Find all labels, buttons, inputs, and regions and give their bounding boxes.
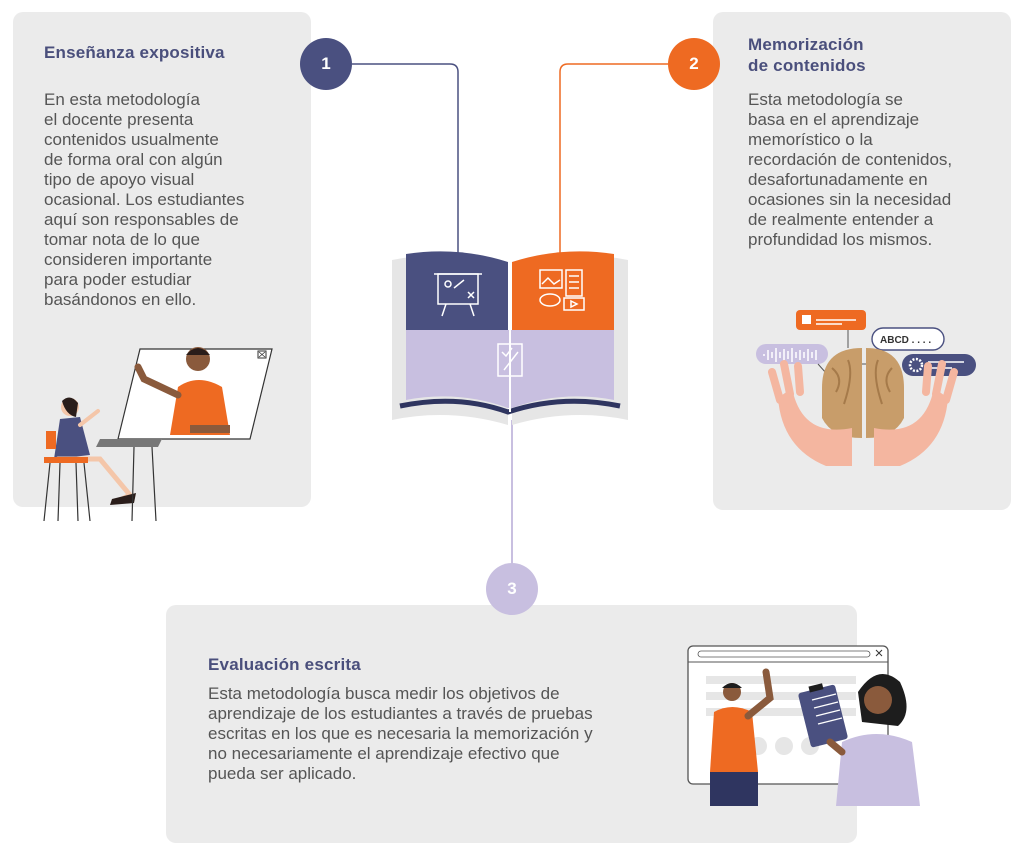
- connector-2: [559, 63, 668, 268]
- audio-wave-icon: [763, 348, 817, 362]
- close-icon: [258, 351, 266, 358]
- title-memorizacion: Memorización de contenidos: [748, 35, 866, 75]
- open-book-illustration: [392, 251, 628, 425]
- puzzle-icon: [802, 315, 811, 324]
- media-content-icon: [539, 269, 585, 311]
- virtual-class-illustration: [43, 347, 273, 522]
- brain-hands-illustration: ABCD . . . .: [756, 310, 976, 466]
- written-exam-illustration: [687, 645, 920, 806]
- brain-label: ABCD . . . .: [880, 335, 931, 346]
- badge-1: 1: [300, 38, 352, 90]
- title-evaluacion-escrita: Evaluación escrita: [208, 655, 361, 674]
- body-evaluacion-escrita: Esta metodología busca medir los objetiv…: [208, 684, 593, 783]
- written-test-icon: [497, 343, 523, 377]
- connector-1: [352, 63, 459, 268]
- badge-3: 3: [486, 563, 538, 615]
- presentation-board-icon: [434, 273, 482, 317]
- gear-icon: [908, 357, 924, 373]
- window-close-icon: [875, 649, 883, 657]
- body-ensenanza-expositiva: En esta metodología el docente presenta …: [44, 90, 245, 309]
- clipboard: [798, 684, 848, 748]
- title-ensenanza-expositiva: Enseñanza expositiva: [44, 43, 225, 62]
- body-memorizacion: Esta metodología se basa en el aprendiza…: [748, 90, 953, 249]
- badge-2: 2: [668, 38, 720, 90]
